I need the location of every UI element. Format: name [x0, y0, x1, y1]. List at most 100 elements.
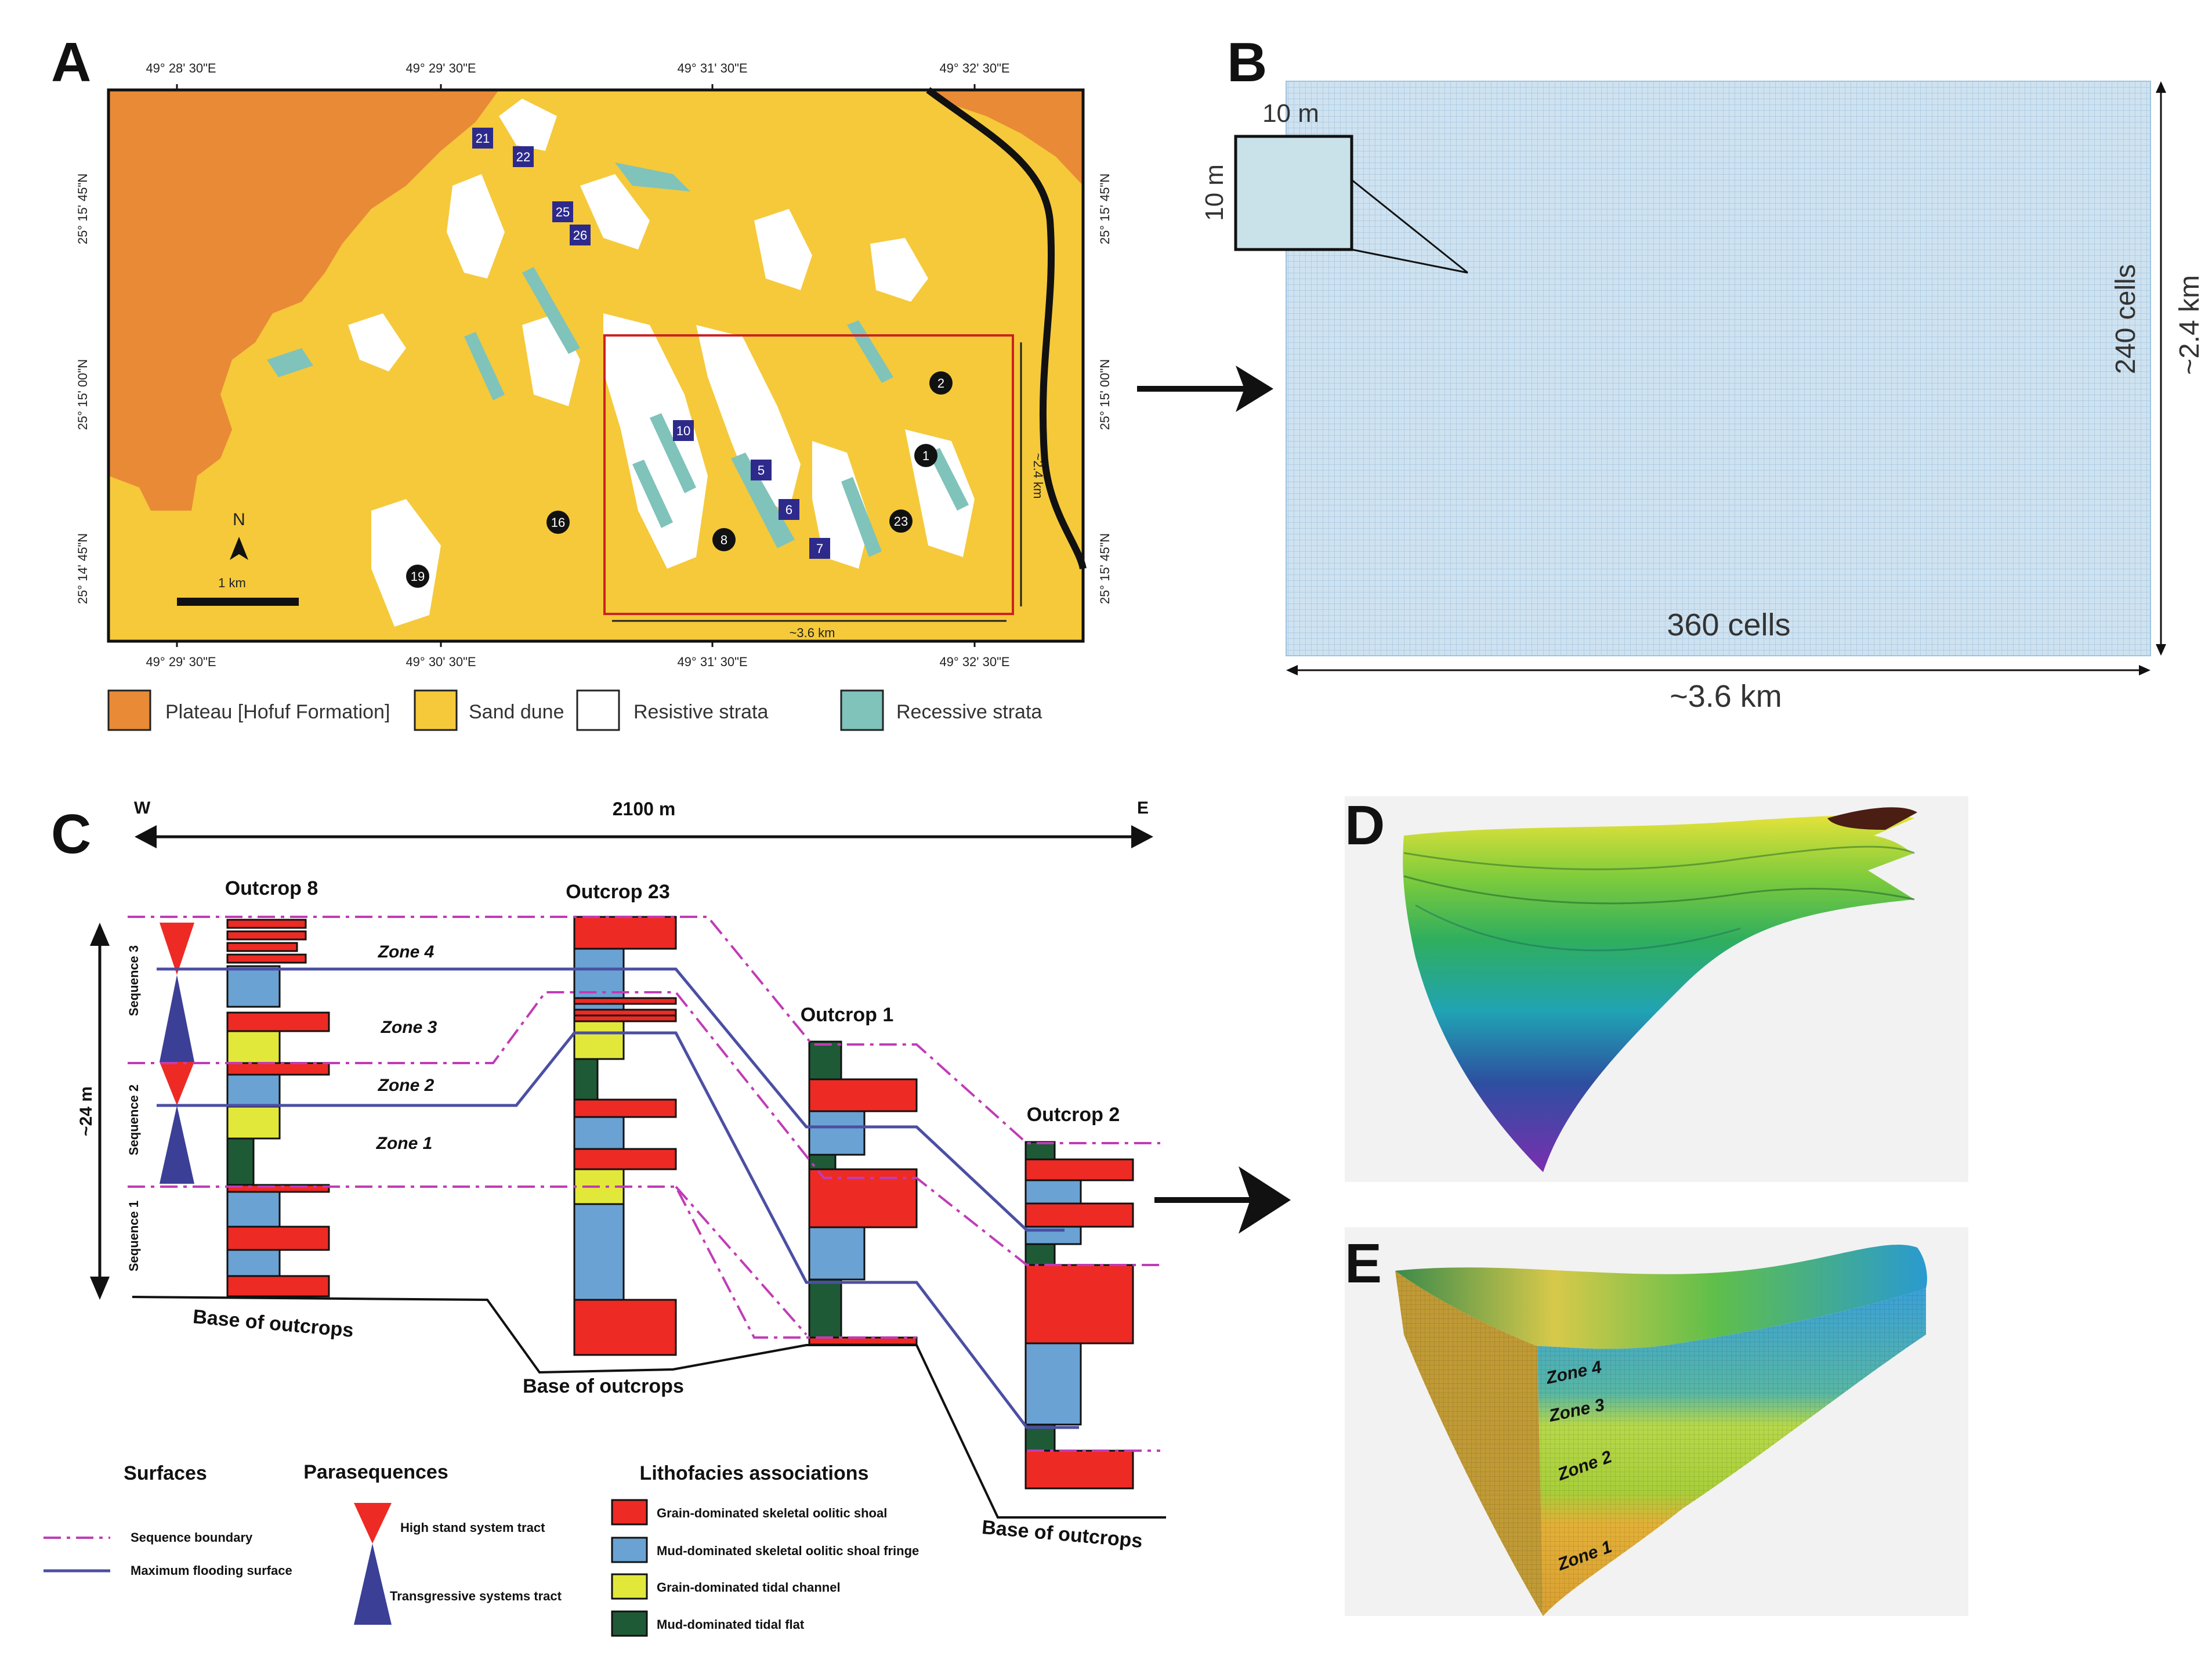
legend-swatch-plateau [107, 689, 151, 731]
svg-text:7: 7 [816, 541, 823, 556]
scale-label: 1 km [218, 576, 246, 590]
north-arrow: N [230, 510, 248, 560]
circle-marker: 16 [546, 511, 570, 534]
west-label: W [134, 798, 151, 818]
bottom-tick-label: 49° 29' 30"E [146, 655, 216, 669]
plateau-area-ne [928, 90, 1083, 186]
left-tick-label: 25° 15' 45"N [75, 174, 90, 244]
circle-marker: 2 [929, 371, 953, 395]
map-ticks [176, 84, 976, 647]
arrow-c-to-de-head [1239, 1166, 1291, 1234]
tst-triangle [160, 975, 194, 1062]
square-markers: 21 22 25 26 10 5 6 7 [472, 128, 830, 559]
sequence-label: Sequence 2 [126, 1085, 141, 1155]
study-area-box [603, 334, 1014, 615]
sequence-boundaries [128, 916, 1160, 1452]
max-flooding-surfaces [157, 967, 1079, 1429]
legend-label: Resistive strata [633, 701, 768, 723]
panel-b-letter: B [1227, 31, 1267, 93]
cell-zoom-box [1234, 135, 1353, 251]
legend-tst-triangle [354, 1544, 392, 1625]
svg-text:22: 22 [516, 150, 530, 164]
dark-surface-edge [1827, 807, 1917, 830]
right-tick-label: 25° 15' 45"N [1098, 174, 1112, 244]
base-label: Base of outcrops [192, 1306, 354, 1342]
svg-text:26: 26 [573, 228, 587, 243]
box-height-label: ~2.4 km [1031, 453, 1045, 499]
panel-b: B 10 m 10 m 240 cells 360 cells ~2.4 km … [1200, 31, 2205, 714]
zoom-line [1351, 179, 1468, 274]
bottom-tick-label: 49° 31' 30"E [677, 655, 747, 669]
top-surface [1395, 1244, 1927, 1349]
panel-d: D [1345, 794, 1968, 1182]
legend-label: Grain-dominated tidal channel [657, 1580, 841, 1595]
legend-swatch-resistive [576, 689, 620, 731]
svg-text:10: 10 [676, 424, 690, 438]
right-tick-label: 25° 15' 45"N [1098, 533, 1112, 604]
box-width-label: ~3.6 km [790, 626, 835, 640]
bottom-tick-label: 49° 30' 30"E [406, 655, 476, 669]
legend-label: Maximum flooding surface [131, 1563, 292, 1578]
square-marker: 21 [472, 128, 493, 149]
height-label: ~24 m [77, 1086, 96, 1136]
outcrop-title: Outcrop 8 [225, 877, 318, 899]
outcrop-title: Outcrop 2 [1027, 1104, 1120, 1126]
square-marker: 6 [779, 499, 799, 520]
cell-height-label: 10 m [1200, 164, 1229, 221]
left-tick-label: 25° 15' 00"N [75, 359, 90, 430]
square-marker: 25 [552, 201, 573, 222]
legend-label: Plateau [Hofuf Formation] [165, 701, 390, 723]
legend-swatch-sand-dune [414, 689, 458, 731]
top-tick-label: 49° 31' 30"E [677, 61, 747, 75]
legend-label: Sequence boundary [131, 1530, 253, 1545]
base-line [132, 1296, 1166, 1519]
east-label: E [1137, 798, 1149, 818]
arrow-a-to-b-head [1236, 366, 1273, 412]
svg-text:8: 8 [721, 533, 727, 547]
legend-label: Sand dune [469, 701, 564, 723]
bottom-tick-label: 49° 32' 30"E [939, 655, 1009, 669]
map-border [107, 88, 1085, 643]
sequence-label: Sequence 3 [126, 945, 141, 1016]
svg-text:1: 1 [922, 449, 929, 463]
square-marker: 22 [513, 146, 534, 167]
panel-a: A [51, 31, 1112, 731]
square-marker: 10 [673, 420, 694, 441]
svg-text:21: 21 [476, 131, 490, 146]
outcrop-title: Outcrop 1 [801, 1004, 894, 1026]
tst-triangle [160, 1105, 194, 1184]
legend-swatch-recessive [840, 689, 884, 731]
square-marker: 7 [809, 538, 830, 559]
legend-label: Grain-dominated skeletal oolitic shoal [657, 1506, 887, 1520]
svg-text:19: 19 [411, 569, 425, 584]
base-label: Base of outcrops [523, 1375, 684, 1397]
svg-text:16: 16 [551, 515, 565, 530]
map-legend: Plateau [Hofuf Formation] Sand dune Resi… [107, 689, 1042, 731]
legend-label: Transgressive systems tract [390, 1589, 562, 1603]
base-label: Base of outcrops [981, 1516, 1143, 1552]
parasequences-title: Parasequences [303, 1461, 448, 1483]
north-label: N [233, 510, 245, 529]
plateau-area [108, 90, 499, 511]
outcrop-23-column [573, 916, 677, 1356]
model-grid [1286, 81, 2151, 656]
panel-c: C W E 2100 m ~24 m Sequence 3 Sequence 2… [44, 798, 1166, 1637]
panel-e: E Zone 4 Zone 3 Zone 2 Zone 1 [1345, 1227, 1968, 1616]
road-line [926, 87, 1087, 570]
circle-marker: 23 [889, 509, 913, 533]
legend-label: Recessive strata [896, 701, 1042, 723]
panel-d-letter: D [1345, 794, 1385, 856]
geologic-map: ~2.4 km ~3.6 km 21 22 25 26 10 5 6 7 2 1… [107, 87, 1087, 643]
circle-marker: 1 [914, 444, 937, 467]
outcrop-8-column [226, 919, 330, 1297]
legend-label: High stand system tract [400, 1520, 545, 1535]
cells-y-label: 240 cells [2110, 264, 2141, 374]
square-marker: 5 [751, 460, 772, 480]
right-tick-label: 25° 15' 00"N [1098, 359, 1112, 430]
zone-label: Zone 4 [378, 942, 435, 962]
outcrop-title: Outcrop 23 [566, 881, 669, 903]
top-tick-label: 49° 32' 30"E [939, 61, 1009, 75]
top-tick-label: 49° 28' 30"E [146, 61, 216, 75]
cell-width-label: 10 m [1262, 99, 1319, 128]
cells-x-label: 360 cells [1667, 608, 1790, 642]
